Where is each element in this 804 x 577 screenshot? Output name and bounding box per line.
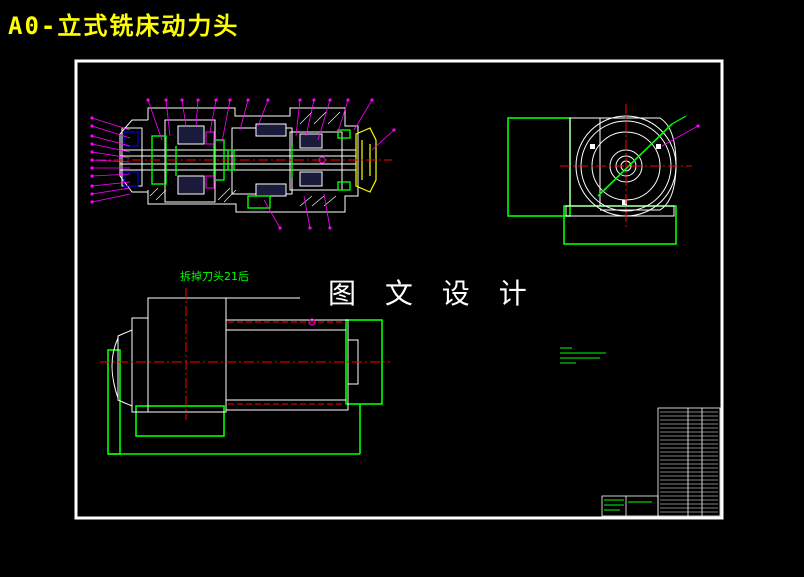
- page-title: A0-立式铣床动力头: [8, 12, 240, 40]
- section-view: [90, 98, 396, 230]
- parts-list-rows: [660, 411, 718, 513]
- end-view: [507, 104, 700, 245]
- drawing-frame: [74, 59, 724, 520]
- title-block-green-cells: [604, 499, 652, 511]
- side-view: [100, 288, 390, 455]
- technical-note: [560, 347, 606, 364]
- watermark-text: 图 文 设 计: [328, 277, 537, 310]
- title-block: [601, 407, 721, 517]
- view-label: 拆掉刀头21后: [180, 270, 249, 283]
